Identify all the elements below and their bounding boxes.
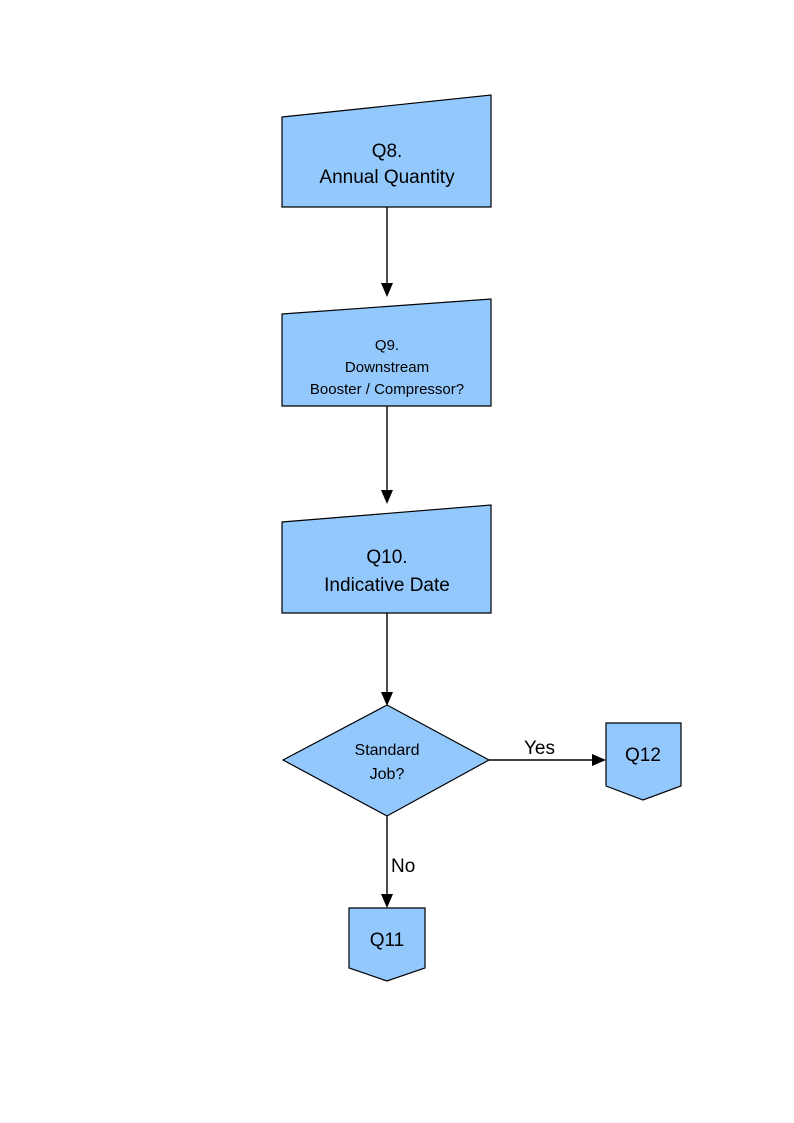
edge-q9-to-q10 [381,406,393,504]
edge-decision-to-q11-arrowhead [381,894,393,908]
node-q10[interactable]: Q10. Indicative Date [281,504,492,614]
edge-q10-to-decision [381,613,393,706]
q8-label-line2: Annual Quantity [319,167,455,188]
q9-label-line1: Q9. [375,337,399,354]
node-q8[interactable]: Q8. Annual Quantity [281,94,492,208]
q12-label: Q12 [625,745,661,766]
decision-label-line2: Job? [370,766,405,783]
decision-shape [281,704,491,817]
node-q9[interactable]: Q9. Downstream Booster / Compressor? [281,298,492,407]
q10-label-line1: Q10. [366,547,407,568]
node-q11[interactable]: Q11 [348,907,426,982]
q10-shape [281,504,492,614]
edge-q10-to-decision-arrowhead [381,692,393,706]
edge-decision-to-q12-arrowhead [592,754,606,766]
q9-label-line3: Booster / Compressor? [310,381,464,398]
q8-shape [281,94,492,208]
q8-label-line1: Q8. [372,141,403,162]
q10-label-line2: Indicative Date [324,575,450,596]
q11-label: Q11 [370,930,405,951]
edge-q9-to-q10-arrowhead [381,490,393,504]
q9-shape [281,298,492,407]
edge-q8-to-q9 [381,207,393,297]
q11-shape [348,907,426,982]
edge-decision-to-q11: No [381,816,415,908]
q9-label-line2: Downstream [345,359,429,376]
q12-shape [605,722,682,801]
node-q12[interactable]: Q12 [605,722,682,801]
edge-decision-to-q12: Yes [489,738,606,766]
edge-label-no: No [391,856,415,877]
node-decision-standard-job[interactable]: Standard Job? [281,704,491,817]
decision-label-line1: Standard [355,742,420,759]
edge-q8-to-q9-arrowhead [381,283,393,297]
edge-label-yes: Yes [524,738,555,759]
